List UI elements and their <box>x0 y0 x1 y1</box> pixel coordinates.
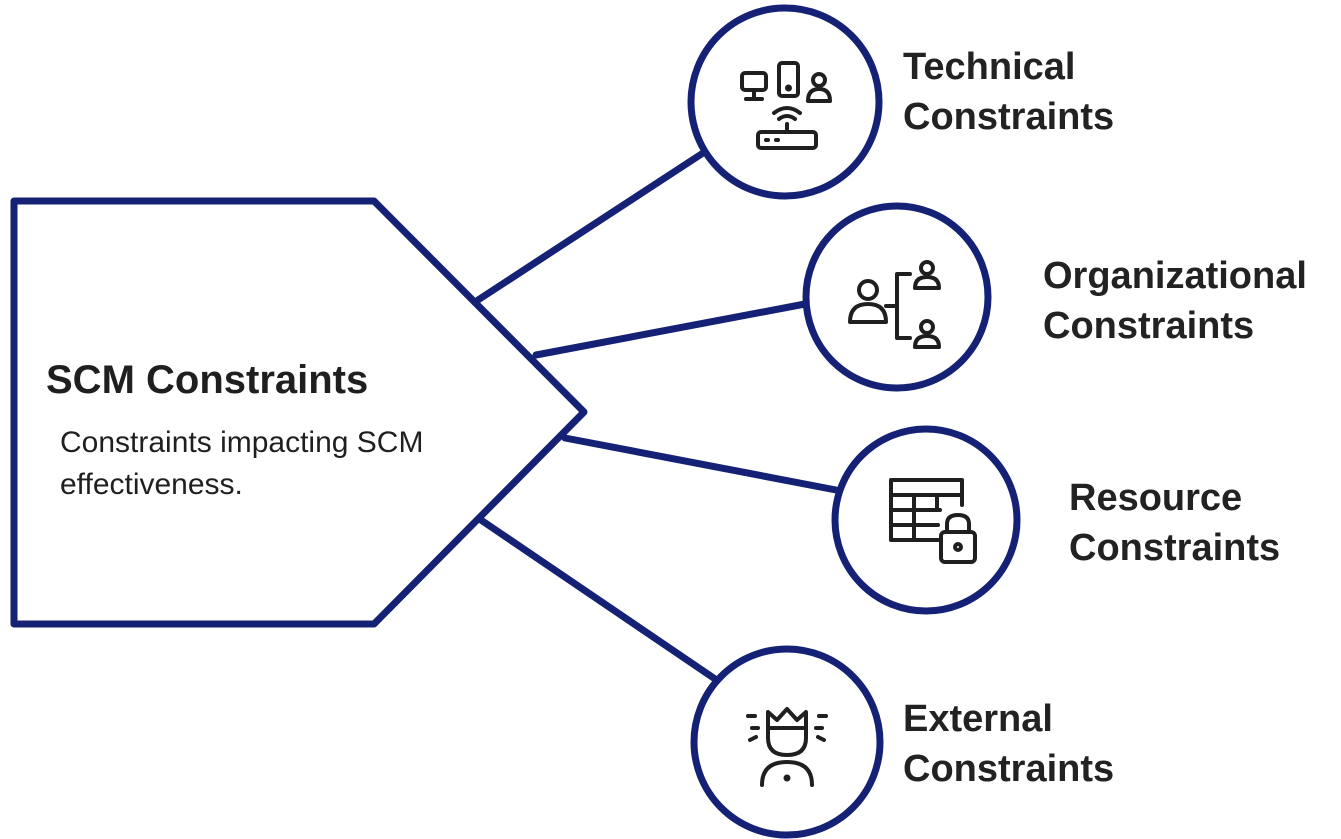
node-label-line2: Constraints <box>1069 527 1281 569</box>
node-label-line1: Resource <box>1069 477 1243 519</box>
node-label-line2: Constraints <box>903 748 1115 790</box>
connector-organizational <box>532 300 809 359</box>
connector-external <box>474 514 725 687</box>
main-description: Constraints impacting SCM effectiveness. <box>60 426 424 501</box>
main-title: SCM Constraints <box>46 358 369 402</box>
connector-resource <box>561 434 840 494</box>
node-label-line1: Organizational <box>1043 255 1307 297</box>
node-circle-external <box>690 645 884 839</box>
node-circle-resource <box>831 425 1021 615</box>
node-label-technical: Technical Constraints <box>903 42 1114 142</box>
devices-network-icon <box>740 61 832 150</box>
person-crown-icon <box>746 707 828 787</box>
node-label-external: External Constraints <box>903 694 1114 794</box>
node-label-line2: Constraints <box>903 96 1115 138</box>
connector-technical <box>474 149 707 304</box>
table-lock-icon <box>889 478 977 564</box>
org-structure-icon <box>848 260 941 349</box>
node-label-line1: Technical <box>903 46 1076 88</box>
node-circle-technical <box>687 4 883 200</box>
node-label-line1: External <box>903 698 1053 740</box>
main-pentagon-shape <box>10 197 588 628</box>
node-label-resource: Resource Constraints <box>1069 473 1280 573</box>
node-label-organizational: Organizational Constraints <box>1043 251 1307 351</box>
node-label-line2: Constraints <box>1043 305 1255 347</box>
